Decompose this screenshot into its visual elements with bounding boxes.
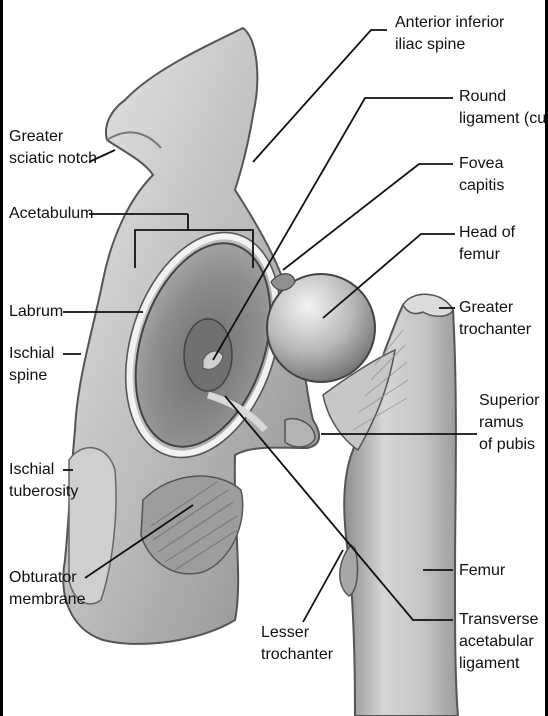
label-labrum: Labrum (9, 303, 64, 320)
transverse-ligament (206, 391, 268, 433)
capsule-fibers (352, 329, 409, 431)
label-acetabulum: Acetabulum (9, 205, 94, 222)
sciatic-notch-ridge (106, 131, 162, 149)
greater-trochanter (402, 293, 454, 317)
label-head-of-femur: Head of femur (459, 224, 516, 263)
label-greater-trochanter: Greater trochanter (459, 299, 532, 338)
lesser-trochanter (339, 543, 359, 597)
label-transverse-acetabular-ligament: Transverse acetabular ligament (459, 611, 539, 672)
label-fovea-capitis: Fovea capitis (459, 155, 505, 194)
label-anterior-inferior-iliac-spine: Anterior inferior iliac spine (395, 14, 505, 53)
obturator-fibers (150, 481, 238, 571)
acetabulum-bracket (134, 214, 254, 268)
label-lesser-trochanter: Lesser trochanter (261, 624, 334, 663)
label-obturator-membrane: Obturator membrane (9, 569, 86, 608)
labrum-rim (126, 233, 280, 457)
label-ischial-spine: Ischial spine (9, 345, 55, 384)
label-ischial-tuberosity: Ischial tuberosity (9, 461, 79, 500)
label-greater-sciatic-notch: Greater sciatic notch (9, 128, 98, 167)
superior-ramus (284, 418, 316, 448)
label-round-ligament: Round ligament (cut) (459, 88, 548, 127)
fovea-capitis (270, 273, 296, 291)
label-superior-ramus-of-pubis: Superior ramus of pubis (479, 392, 540, 453)
obturator-membrane (140, 475, 244, 575)
leader-lines (63, 29, 477, 623)
labrum-outline (124, 231, 282, 459)
femoral-head (266, 273, 376, 383)
label-femur: Femur (459, 562, 506, 579)
hip-illustration (62, 26, 477, 716)
round-ligament-stub (202, 350, 224, 370)
femoral-neck (322, 348, 396, 452)
